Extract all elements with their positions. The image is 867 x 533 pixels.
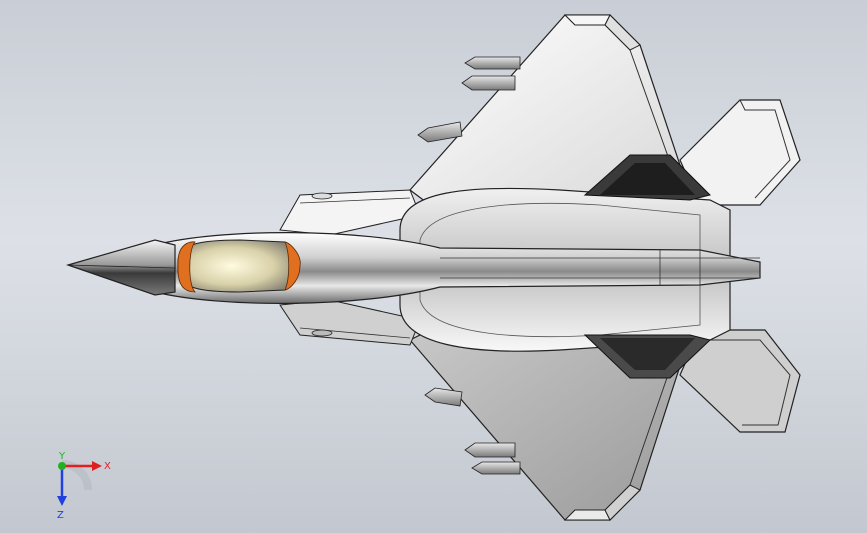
triad-arc bbox=[61, 460, 92, 491]
x-axis-label: X bbox=[104, 461, 111, 472]
reference-triad[interactable]: X Y Z bbox=[48, 450, 118, 520]
chine-lower bbox=[279, 299, 421, 346]
canopy bbox=[177, 239, 301, 293]
missile-lower-1 bbox=[424, 387, 463, 407]
fuselage bbox=[154, 232, 761, 305]
chine-upper bbox=[279, 189, 421, 236]
y-axis-dot bbox=[58, 462, 66, 470]
lower-wing bbox=[409, 329, 691, 521]
intake-upper bbox=[583, 154, 711, 201]
missile-upper-1 bbox=[464, 56, 521, 70]
intake-lower bbox=[583, 334, 712, 379]
missile-upper-2 bbox=[461, 75, 516, 91]
z-axis-head bbox=[57, 496, 67, 506]
missile-lower-3 bbox=[471, 461, 521, 475]
missile-upper-3 bbox=[417, 121, 463, 143]
x-axis-head bbox=[92, 461, 102, 471]
z-axis-label: Z bbox=[57, 510, 64, 520]
y-axis-label: Y bbox=[58, 451, 66, 462]
nose-cone bbox=[66, 239, 176, 296]
missile-lower-2 bbox=[464, 442, 516, 458]
